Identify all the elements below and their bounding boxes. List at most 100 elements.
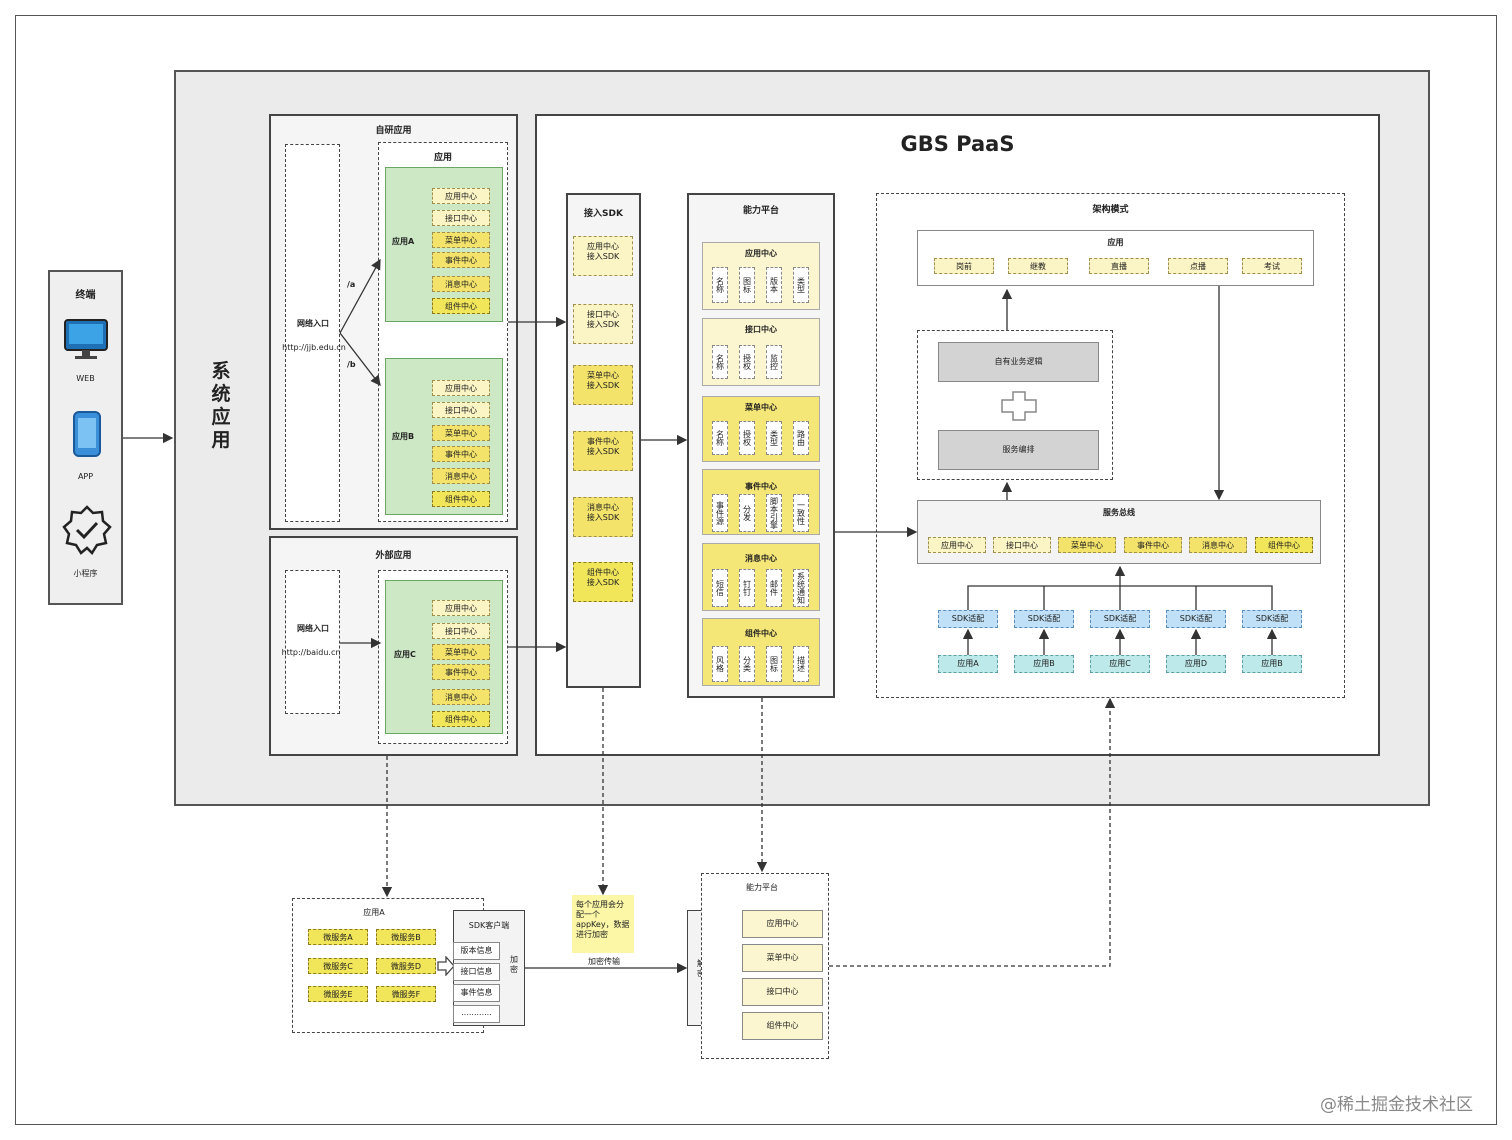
cap-cell: 图标 (766, 646, 782, 682)
ext-network-entry-box (285, 570, 340, 714)
arrow-right-icon (437, 956, 455, 976)
service-bus-box: 服务总线 (917, 500, 1321, 564)
sdk-adapter: SDK适配 (1090, 610, 1150, 628)
app-key-note: 每个应用会分配一个appKey，数据进行加密 (572, 895, 634, 953)
system-label: 系统应用 (211, 360, 231, 451)
app-b-center: 组件中心 (432, 491, 490, 507)
self-app-title: 自研应用 (375, 126, 412, 136)
bottom-app-a-title: 应用A (363, 908, 385, 917)
client-item: ............ (453, 1005, 500, 1023)
bottom-cap-item: 应用中心 (742, 910, 823, 938)
app-a-center: 消息中心 (432, 276, 490, 292)
microservice: 微服务A (308, 929, 368, 945)
app-a-center: 菜单中心 (432, 232, 490, 248)
client-item: 版本信息 (453, 942, 500, 960)
sdk-item: 应用中心 接入SDK (573, 236, 633, 276)
terminal-title: 终端 (75, 290, 96, 301)
cap-cell: 风格 (712, 646, 728, 682)
ext-network-url: http://baidu.cn (281, 648, 341, 657)
plus-icon (1001, 391, 1037, 421)
web-label: WEB (76, 374, 95, 383)
bottom-app: 应用B (1014, 655, 1074, 673)
cap-cell: 描述 (793, 646, 809, 682)
bottom-cap-item: 菜单中心 (742, 944, 823, 972)
microservice: 微服务B (376, 929, 436, 945)
watermark: @稀土掘金技术社区 (1320, 1095, 1473, 1115)
cap-group-app: 应用中心 名称 图标 版本 类型 (702, 242, 820, 310)
bottom-app: 应用D (1166, 655, 1226, 673)
microservice: 微服务E (308, 986, 368, 1002)
cap-cell: 名称 (712, 421, 728, 455)
arrow-net-app-b (339, 332, 381, 387)
orchestration-box: 服务编排 (938, 430, 1099, 470)
microservice: 微服务C (308, 958, 368, 974)
cap-cell: 监控 (766, 345, 782, 379)
path-a: /a (347, 280, 356, 289)
cap-cell: 脚本引擎 (766, 494, 782, 532)
app-label: APP (77, 472, 94, 481)
cap-cell: 钉钉 (739, 569, 755, 607)
cap-cell: 类型 (793, 267, 809, 303)
cap-group-component: 组件中心 风格 分类 图标 描述 (702, 618, 820, 686)
bus-chip: 接口中心 (993, 537, 1051, 553)
sdk-client-title: SDK客户端 (468, 921, 510, 930)
cap-group-event: 事件中心 事件源 分发 脚本引擎 一致性 (702, 469, 820, 535)
arrow-net-app-a (339, 258, 381, 334)
bottom-cap-item: 接口中心 (742, 978, 823, 1006)
arch-app-title: 应用 (1107, 238, 1124, 247)
cap-group-title: 组件中心 (745, 629, 777, 638)
sdk-item: 事件中心 接入SDK (573, 431, 633, 471)
path-b: /b (347, 360, 356, 369)
terminal-panel: 终端 WEB APP 小程序 (48, 270, 123, 605)
ext-network-entry-label: 网络入口 (297, 624, 329, 633)
app-b-center: 菜单中心 (432, 425, 490, 441)
app-c-center: 消息中心 (432, 689, 490, 705)
app-b-center: 事件中心 (432, 446, 490, 462)
arch-app-chip: 直播 (1089, 258, 1149, 274)
app-group-title: 应用 (433, 153, 452, 163)
sdk-item: 菜单中心 接入SDK (573, 365, 633, 405)
encrypt-label: 加密 (510, 955, 518, 974)
arch-app-chip: 点播 (1168, 258, 1228, 274)
cap-group-title: 应用中心 (745, 249, 777, 258)
app-a-center: 组件中心 (432, 298, 490, 314)
cap-cell: 授权 (739, 345, 755, 379)
client-item: 事件信息 (453, 984, 500, 1002)
sdk-adapter: SDK适配 (1014, 610, 1074, 628)
cap-cell: 图标 (739, 267, 755, 303)
network-url: http://jjb.edu.cn (282, 343, 346, 352)
bus-chip: 消息中心 (1189, 537, 1247, 553)
capability-title: 能力平台 (742, 206, 779, 216)
cap-group-title: 事件中心 (745, 482, 777, 491)
bottom-app: 应用B (1242, 655, 1302, 673)
app-a-center: 接口中心 (432, 210, 490, 226)
arch-title: 架构模式 (1092, 205, 1129, 215)
sdk-item: 组件中心 接入SDK (573, 562, 633, 602)
app-b-center: 应用中心 (432, 380, 490, 396)
cap-group-menu: 菜单中心 名称 授权 类型 路由 (702, 396, 820, 462)
own-logic-box: 自有业务逻辑 (938, 342, 1099, 382)
cap-cell: 版本 (766, 267, 782, 303)
microservice: 微服务D (376, 958, 436, 974)
cap-group-title: 接口中心 (745, 325, 777, 334)
cap-cell: 系统通知 (793, 569, 809, 607)
cap-cell: 分发 (739, 494, 755, 532)
cap-cell: 一致性 (793, 494, 809, 532)
gbs-title: GBS PaaS (900, 132, 1015, 156)
cap-group-title: 消息中心 (745, 554, 777, 563)
badge-check-icon (62, 505, 112, 555)
bottom-app: 应用C (1090, 655, 1150, 673)
cap-cell: 名称 (712, 345, 728, 379)
app-a-label: 应用A (392, 237, 415, 246)
app-c-center: 菜单中心 (432, 644, 490, 660)
bus-chip: 组件中心 (1255, 537, 1313, 553)
bottom-cap-title: 能力平台 (746, 883, 778, 892)
bottom-cap-item: 组件中心 (742, 1012, 823, 1040)
ext-app-title: 外部应用 (375, 551, 412, 561)
cap-cell: 授权 (739, 421, 755, 455)
app-c-center: 事件中心 (432, 664, 490, 680)
cap-cell: 类型 (766, 421, 782, 455)
service-bus-title: 服务总线 (1103, 508, 1135, 517)
outer-frame (15, 15, 1497, 1125)
